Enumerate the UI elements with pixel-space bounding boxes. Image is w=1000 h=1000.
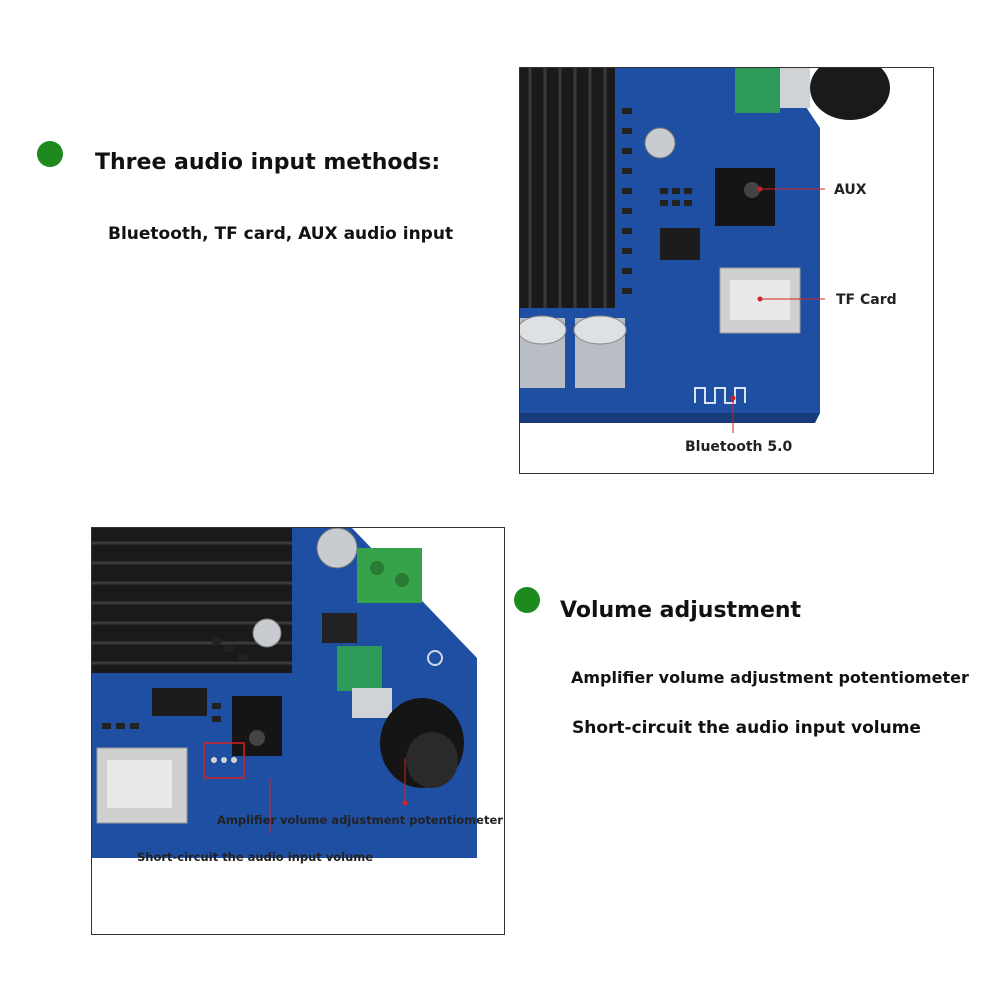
board-illustration-top: AUX TF Card Bluetooth 5.0: [520, 68, 897, 455]
section-input-bullet-icon: [37, 141, 63, 167]
section-volume-bullet-icon: [514, 587, 540, 613]
photo-label-potentiometer: Amplifier volume adjustment potentiomete…: [217, 813, 503, 827]
section-volume-line-1: Amplifier volume adjustment potentiomete…: [571, 668, 969, 687]
section-input-title: Three audio input methods:: [95, 150, 441, 175]
section-volume-title: Volume adjustment: [560, 598, 802, 623]
board-photo-top: AUX TF Card Bluetooth 5.0: [519, 67, 934, 474]
photo-label-aux: AUX: [834, 182, 867, 198]
board-photo-bottom: Amplifier volume adjustment potentiomete…: [91, 527, 505, 935]
photo-label-tf-card: TF Card: [836, 292, 897, 308]
board-illustration-bottom: Amplifier volume adjustment potentiomete…: [92, 528, 503, 864]
photo-label-bluetooth: Bluetooth 5.0: [685, 439, 792, 455]
section-input-subtitle: Bluetooth, TF card, AUX audio input: [108, 224, 454, 244]
photo-label-short-circuit: Short-circuit the audio input volume: [137, 850, 373, 864]
section-volume-line-2: Short-circuit the audio input volume: [572, 718, 921, 738]
